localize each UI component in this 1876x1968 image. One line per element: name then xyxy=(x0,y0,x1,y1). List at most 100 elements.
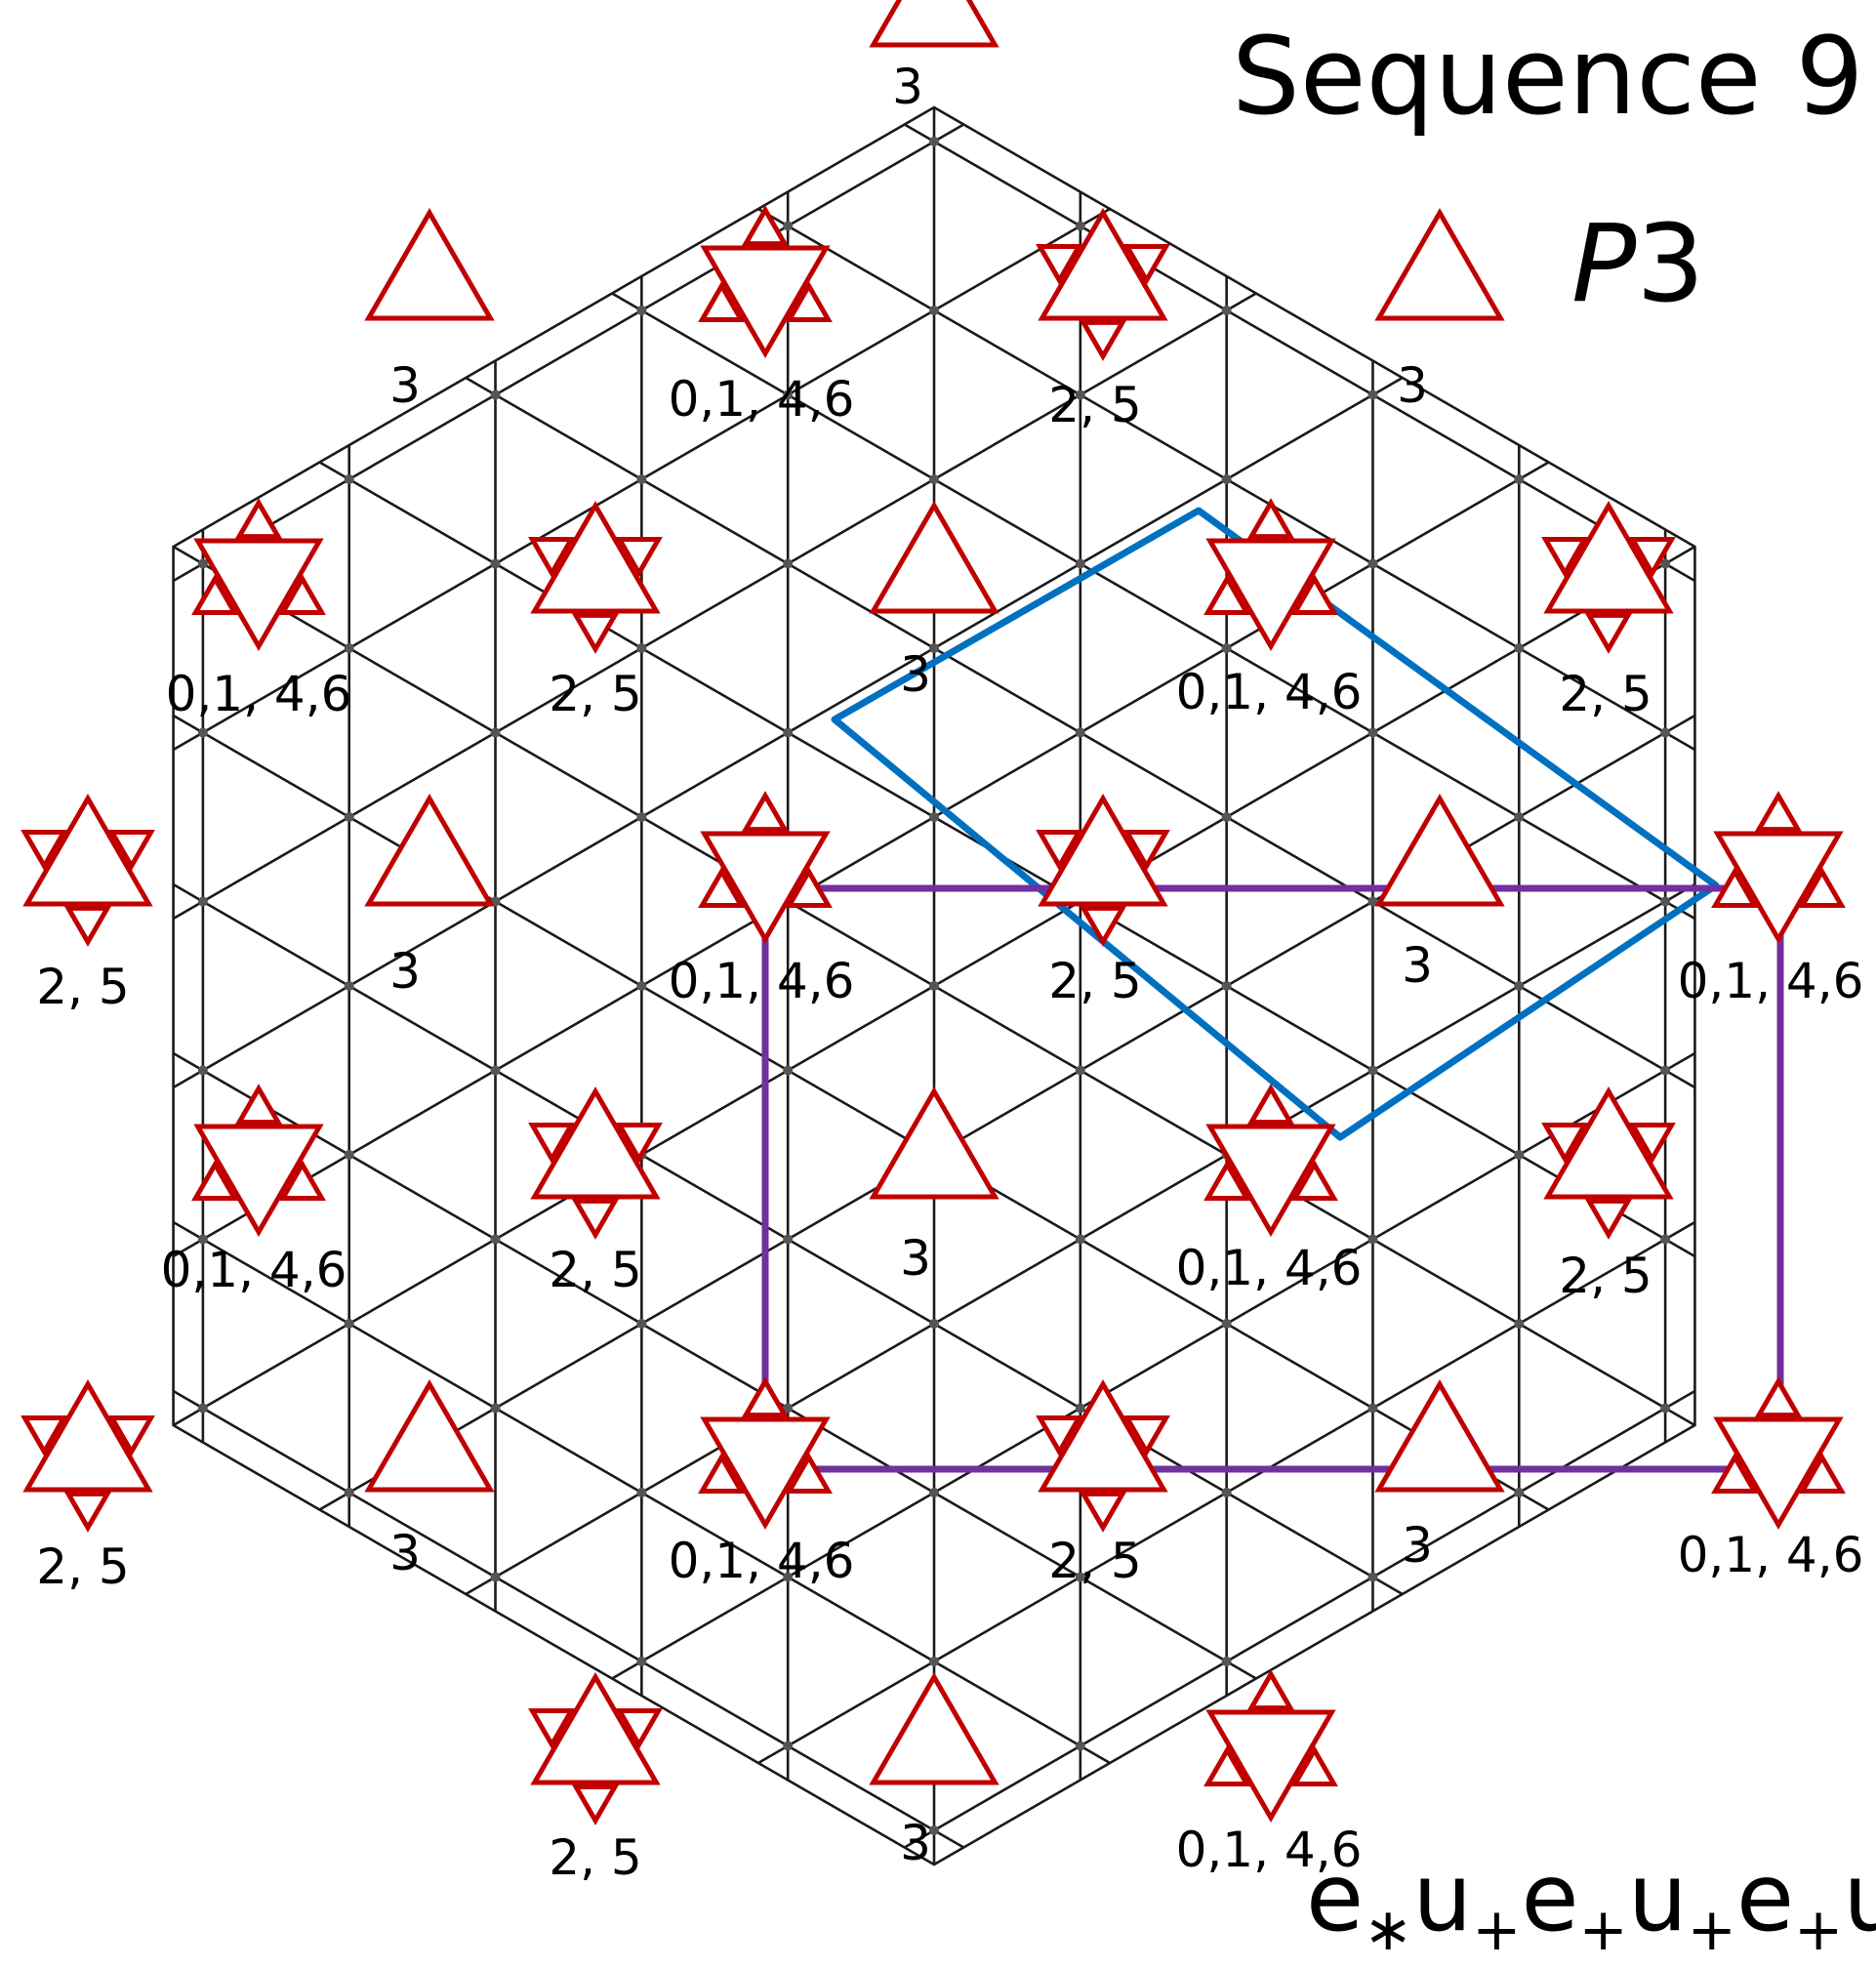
motif-small-triangle xyxy=(1628,537,1676,579)
motif-triangle-down xyxy=(1205,538,1336,651)
grid-node xyxy=(344,1150,354,1160)
grid-node xyxy=(929,812,939,822)
grid-node xyxy=(636,981,647,991)
motif-c xyxy=(191,1084,326,1238)
motif-label: 0,1, 4,6 xyxy=(161,1242,347,1298)
grid-node xyxy=(1660,1403,1671,1414)
grid-node xyxy=(783,727,794,738)
motif-triangle-up xyxy=(869,1086,999,1200)
motif-small-triangle xyxy=(741,205,790,247)
motif-small-triangle xyxy=(1541,1123,1589,1165)
grid-node xyxy=(1221,812,1232,822)
grid-node xyxy=(783,1234,794,1245)
grid-node xyxy=(490,727,501,738)
motif-triangle-down xyxy=(1205,1709,1336,1823)
grid-node xyxy=(1367,1403,1378,1414)
motif-small-triangle xyxy=(191,573,239,615)
motif-label: 2, 5 xyxy=(549,1829,641,1886)
motif-triangle-up xyxy=(364,793,495,907)
motif-label: 2, 5 xyxy=(1048,953,1141,1009)
motif-small-triangle xyxy=(528,537,576,579)
motif-a xyxy=(869,500,999,614)
motif-small-triangle xyxy=(1290,1744,1338,1786)
motif-small-triangle xyxy=(234,498,283,540)
grid-line xyxy=(611,1051,1696,1680)
grid-line xyxy=(611,292,1696,921)
grid-node xyxy=(636,306,647,315)
motif-a xyxy=(364,1378,495,1493)
motif-a xyxy=(364,793,495,907)
motif-triangle-up xyxy=(1374,1379,1505,1493)
motif-triangle-up xyxy=(22,794,153,907)
grid-node xyxy=(1075,390,1085,400)
motif-small-triangle xyxy=(1584,1198,1633,1240)
motif-triangle-down xyxy=(700,831,831,945)
motif-triangle-up xyxy=(869,0,999,48)
motif-c xyxy=(698,1376,833,1531)
grid-line xyxy=(172,292,1257,921)
motif-triangle-up xyxy=(530,1086,661,1200)
motif-small-triangle xyxy=(278,573,326,615)
grid-node xyxy=(344,643,354,653)
grid-node xyxy=(197,1065,208,1076)
motif-a xyxy=(1374,1379,1505,1493)
motif-label: 3 xyxy=(892,59,923,115)
grid-node xyxy=(490,1234,501,1245)
grid-node xyxy=(636,812,647,822)
grid-node xyxy=(490,558,501,569)
grid-node xyxy=(1514,1150,1525,1160)
grid-node xyxy=(929,643,939,653)
motif-small-triangle xyxy=(107,830,155,872)
motif-label: 2, 5 xyxy=(1048,1533,1141,1589)
grid-node xyxy=(636,1319,647,1329)
grid-node xyxy=(1221,306,1232,315)
grid-node xyxy=(1367,727,1378,738)
grid-node xyxy=(929,1825,939,1835)
grid-node xyxy=(1367,1572,1378,1582)
grid-node xyxy=(1514,981,1525,991)
motif-c xyxy=(191,498,326,652)
grid-node xyxy=(1660,1234,1671,1245)
grid-node xyxy=(1075,1403,1085,1414)
motif-small-triangle xyxy=(1079,319,1127,361)
grid-node xyxy=(344,981,354,991)
symmetry-group-label: P3 xyxy=(1571,201,1704,326)
grid-node xyxy=(344,1319,354,1329)
grid-node xyxy=(1367,1234,1378,1245)
motif-triangle-down xyxy=(700,1416,831,1531)
motif-c xyxy=(1203,1084,1338,1237)
grid-line xyxy=(318,714,1696,1511)
grid-node xyxy=(490,1065,501,1076)
motif-small-triangle xyxy=(741,1376,790,1418)
motif-c xyxy=(1711,1376,1846,1530)
grid-node xyxy=(1367,390,1378,400)
motif-triangle-up xyxy=(364,1378,495,1493)
motif-small-triangle xyxy=(528,1123,576,1165)
motif-small-triangle xyxy=(1246,1669,1295,1711)
grid-node xyxy=(1221,1488,1232,1497)
motif-triangle-up xyxy=(530,500,661,614)
motif-small-triangle xyxy=(1290,573,1338,615)
motif-small-triangle xyxy=(615,1123,663,1165)
motif-label: 0,1, 4,6 xyxy=(1678,1527,1864,1583)
grid-node xyxy=(783,1065,794,1076)
motif-label: 0,1, 4,6 xyxy=(1678,953,1864,1009)
motif-a xyxy=(1374,794,1505,907)
group-letter: P xyxy=(1571,201,1637,326)
motif-label: 0,1, 4,6 xyxy=(669,1533,855,1589)
motif-triangle-down xyxy=(700,245,831,359)
grid-node xyxy=(783,390,794,400)
grid-line xyxy=(172,714,1550,1511)
grid-node xyxy=(783,1741,794,1751)
motif-small-triangle xyxy=(1754,791,1803,833)
motif-small-triangle xyxy=(1122,1415,1170,1457)
motif-label: 2, 5 xyxy=(36,959,129,1015)
grid-line xyxy=(904,123,1696,583)
motif-label: 0,1, 4,6 xyxy=(669,953,855,1009)
motif-triangle-up xyxy=(364,207,495,321)
motif-b xyxy=(20,1379,155,1533)
grid-node xyxy=(636,643,647,653)
motif-label: 3 xyxy=(1402,937,1433,994)
grid-node xyxy=(783,558,794,569)
grid-node xyxy=(1075,1065,1085,1076)
